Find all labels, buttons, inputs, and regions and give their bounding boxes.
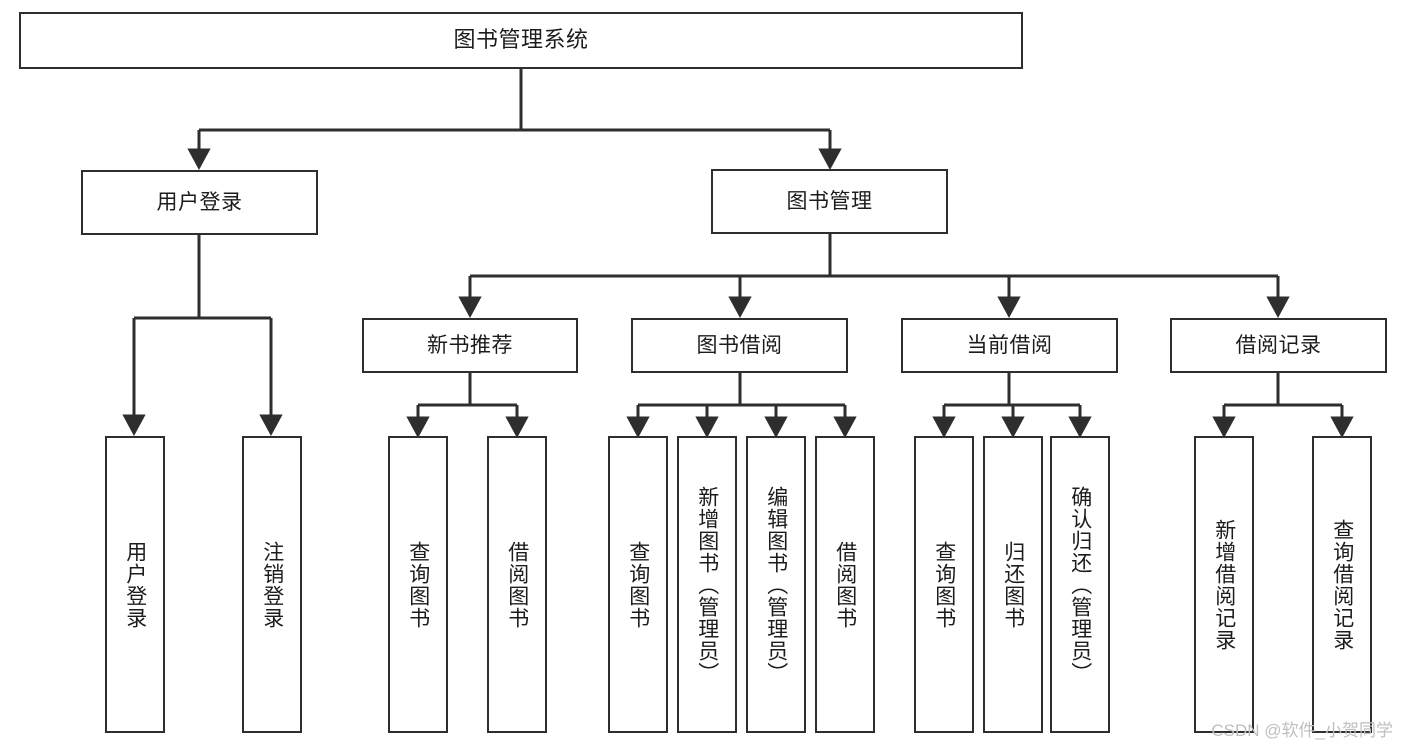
connector-lines — [122, 69, 1354, 438]
leaf-borrow-book[interactable]: 借阅图书 — [815, 436, 875, 733]
leaf-borrow-query-book-label: 查询图书 — [626, 540, 650, 629]
leaf-query-borrow-record-label: 查询借阅记录 — [1330, 518, 1354, 651]
leaf-newbook-borrow-book[interactable]: 借阅图书 — [487, 436, 547, 733]
leaf-borrow-query-book[interactable]: 查询图书 — [608, 436, 668, 733]
leaf-logout[interactable]: 注销登录 — [242, 436, 302, 733]
leaf-newbook-query-book-label: 查询图书 — [406, 540, 430, 629]
leaf-edit-book-admin-label: 编辑图书（管理员） — [764, 485, 788, 684]
node-root-label: 图书管理系统 — [453, 27, 589, 53]
leaf-add-book-admin-label: 新增图书（管理员） — [695, 485, 719, 684]
leaf-borrow-book-label: 借阅图书 — [833, 540, 857, 629]
node-book-borrow[interactable]: 图书借阅 — [631, 318, 848, 373]
node-user-login-label: 用户登录 — [156, 190, 243, 214]
leaf-current-query-book-label: 查询图书 — [932, 540, 956, 629]
leaf-user-login[interactable]: 用户登录 — [105, 436, 165, 733]
leaf-logout-label: 注销登录 — [260, 540, 284, 629]
node-borrow-record-label: 借阅记录 — [1235, 333, 1322, 357]
leaf-confirm-return-admin-label: 确认归还（管理员） — [1068, 485, 1092, 684]
leaf-return-book[interactable]: 归还图书 — [983, 436, 1043, 733]
leaf-confirm-return-admin[interactable]: 确认归还（管理员） — [1050, 436, 1110, 733]
node-book-management[interactable]: 图书管理 — [711, 169, 948, 234]
node-book-management-label: 图书管理 — [786, 189, 873, 213]
leaf-edit-book-admin[interactable]: 编辑图书（管理员） — [746, 436, 806, 733]
node-root[interactable]: 图书管理系统 — [19, 12, 1023, 69]
node-new-book-recommend-label: 新书推荐 — [427, 333, 513, 357]
node-user-login[interactable]: 用户登录 — [81, 170, 318, 235]
node-current-borrow-label: 当前借阅 — [966, 333, 1053, 357]
leaf-add-book-admin[interactable]: 新增图书（管理员） — [677, 436, 737, 733]
node-new-book-recommend[interactable]: 新书推荐 — [362, 318, 578, 373]
leaf-user-login-label: 用户登录 — [123, 540, 147, 629]
leaf-newbook-borrow-book-label: 借阅图书 — [505, 540, 529, 629]
leaf-current-query-book[interactable]: 查询图书 — [914, 436, 974, 733]
node-book-borrow-label: 图书借阅 — [696, 333, 783, 357]
leaf-add-borrow-record[interactable]: 新增借阅记录 — [1194, 436, 1254, 733]
leaf-return-book-label: 归还图书 — [1001, 540, 1025, 629]
leaf-query-borrow-record[interactable]: 查询借阅记录 — [1312, 436, 1372, 733]
leaf-newbook-query-book[interactable]: 查询图书 — [388, 436, 448, 733]
node-borrow-record[interactable]: 借阅记录 — [1170, 318, 1387, 373]
leaf-add-borrow-record-label: 新增借阅记录 — [1212, 518, 1236, 651]
node-current-borrow[interactable]: 当前借阅 — [901, 318, 1118, 373]
